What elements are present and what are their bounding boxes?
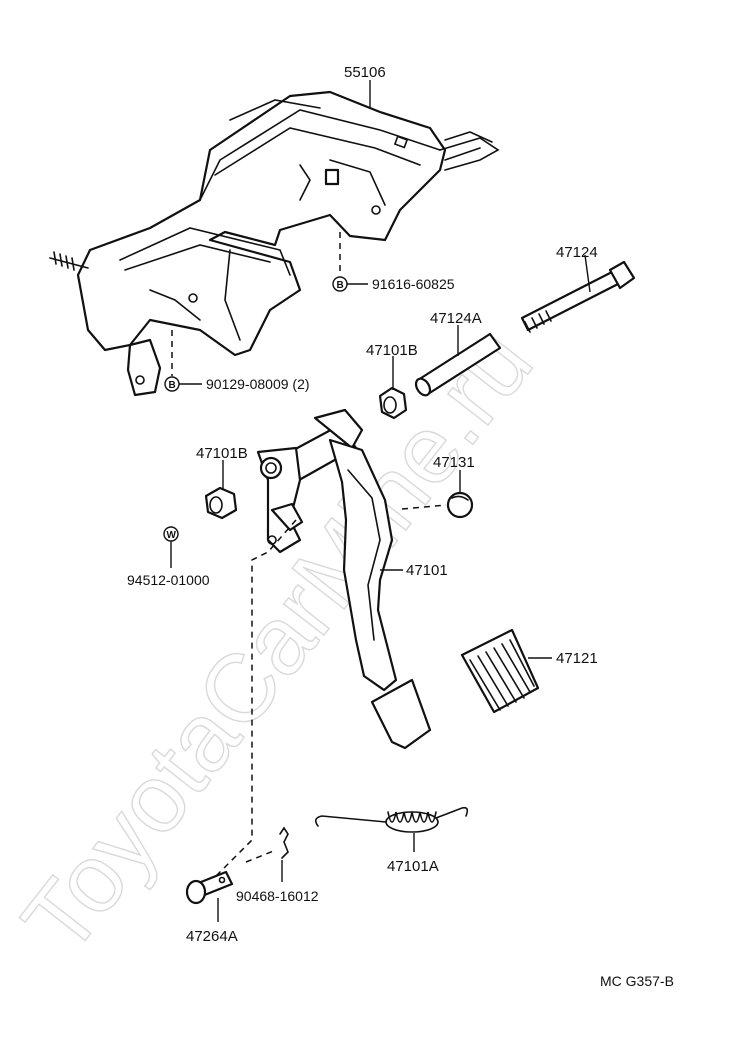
bolt-47124 bbox=[520, 260, 636, 333]
watermark-text: ToyotaCarMine.ru bbox=[2, 310, 553, 973]
pin-47264A bbox=[185, 870, 234, 905]
label-91616-60825: 91616-60825 bbox=[372, 276, 455, 292]
return-spring-47101A bbox=[314, 806, 469, 833]
washer-badge-94512: W bbox=[163, 526, 179, 542]
label-47121: 47121 bbox=[556, 650, 598, 667]
label-94512-01000: 94512-01000 bbox=[127, 572, 210, 588]
dash-pin-path bbox=[211, 519, 297, 881]
label-90468-16012: 90468-16012 bbox=[236, 888, 319, 904]
svg-text:W: W bbox=[167, 530, 177, 541]
label-47101B-top: 47101B bbox=[366, 342, 418, 359]
diagram-code: MC G357-B bbox=[600, 973, 674, 989]
label-47101: 47101 bbox=[406, 562, 448, 579]
bolt-badge-91616: B bbox=[332, 276, 348, 292]
bolt-badge-90129: B bbox=[164, 376, 180, 392]
pedal-pad-47121 bbox=[460, 628, 540, 714]
label-47131: 47131 bbox=[433, 454, 475, 471]
pedal-arm-47101 bbox=[256, 408, 432, 750]
svg-text:B: B bbox=[169, 380, 176, 391]
label-47101B-left: 47101B bbox=[196, 445, 248, 462]
label-47124: 47124 bbox=[556, 244, 598, 261]
collar-47124A bbox=[414, 332, 502, 397]
svg-text:B: B bbox=[337, 280, 344, 291]
bushing-47101B-top bbox=[378, 386, 408, 420]
label-47124A: 47124A bbox=[430, 310, 482, 327]
pedal-bracket-55106 bbox=[49, 90, 500, 397]
clip-90468-16012 bbox=[279, 826, 289, 859]
label-90129-08009: 90129-08009 (2) bbox=[206, 376, 310, 392]
stopper-47131 bbox=[446, 491, 474, 519]
label-55106: 55106 bbox=[344, 64, 386, 81]
bushing-47101B-left bbox=[204, 486, 238, 520]
label-47101A: 47101A bbox=[387, 858, 439, 875]
label-47264A: 47264A bbox=[186, 928, 238, 945]
